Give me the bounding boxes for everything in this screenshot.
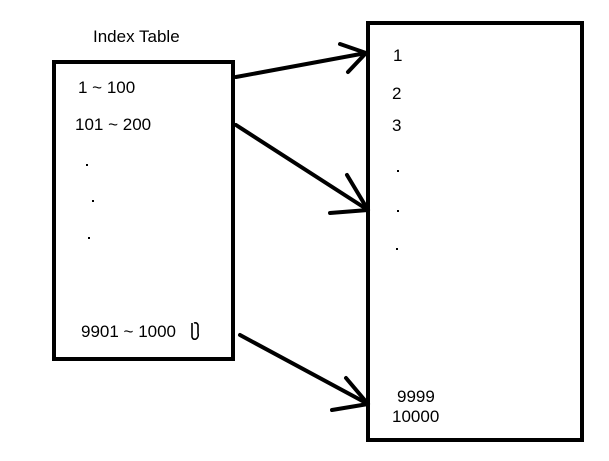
data-ellipsis-dot: [397, 210, 399, 212]
index-table-box: [52, 60, 235, 361]
data-entry-9999: 9999: [397, 387, 435, 406]
index-entry-101-200: 101 ~ 200: [75, 115, 152, 134]
data-table-box: [366, 21, 584, 442]
arrow-to-entry-1: [234, 42, 368, 79]
data-ellipsis-dot: [397, 170, 399, 172]
handwritten-zero-sketch: [191, 321, 200, 341]
index-ellipsis-dot: [88, 237, 90, 239]
index-entry-1-100: 1 ~ 100: [78, 78, 136, 97]
data-entry-10000: 10000: [392, 407, 440, 426]
index-entry-9901-10000: 9901 ~ 1000: [81, 322, 177, 341]
index-ellipsis-dot: [86, 164, 88, 166]
arrow-to-entry-9999: [238, 333, 370, 412]
index-table-title: Index Table: [93, 27, 180, 46]
data-ellipsis-dot: [396, 248, 398, 250]
data-entry-1: 1: [393, 46, 403, 65]
data-entry-2: 2: [392, 84, 402, 103]
data-entry-3: 3: [392, 116, 402, 135]
index-ellipsis-dot: [92, 200, 94, 202]
arrow-to-middle-entries: [234, 123, 370, 215]
